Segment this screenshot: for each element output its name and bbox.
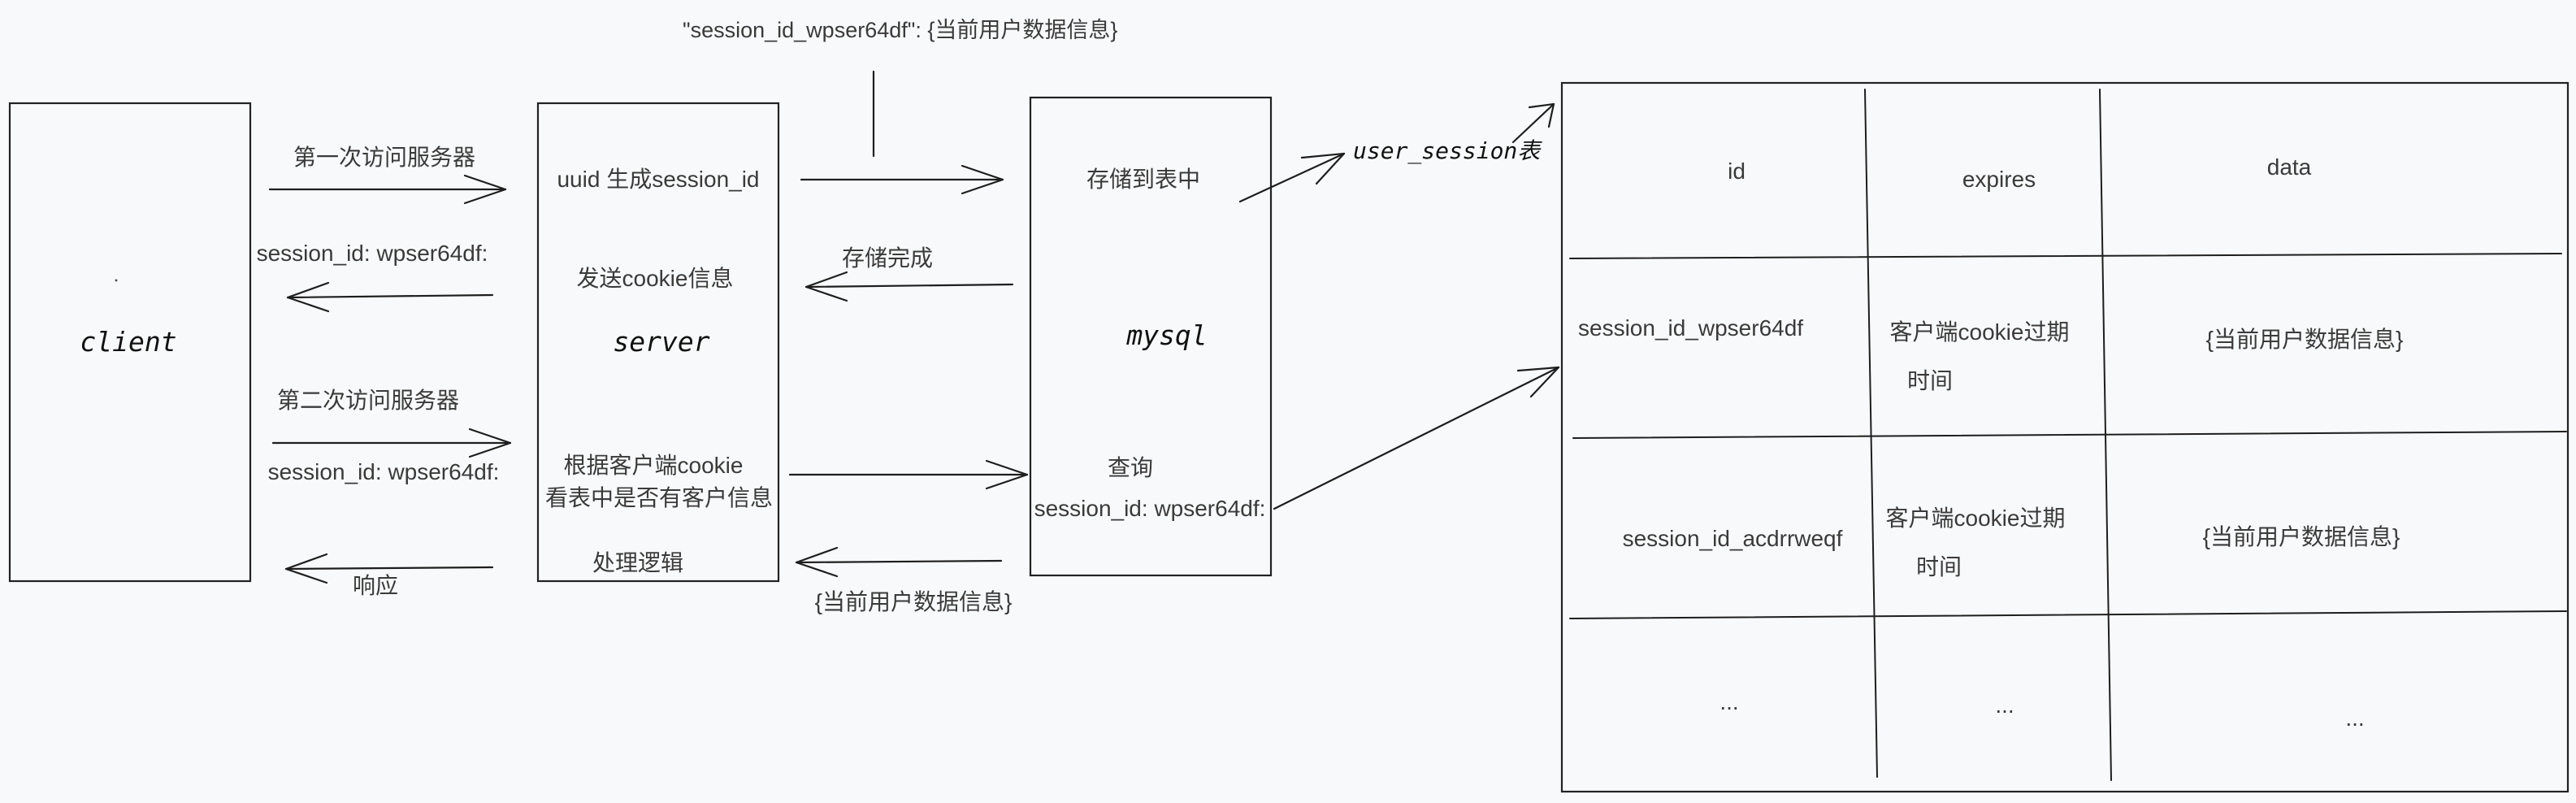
response-label: 响应 xyxy=(353,573,398,598)
table-row2-data: {当前用户数据信息} xyxy=(2203,524,2400,549)
top-session-note: "session_id_wpser64df": {当前用户数据信息} xyxy=(683,18,1117,42)
table-row1-id: session_id_wpser64df xyxy=(1578,315,1803,341)
table-frame xyxy=(1560,81,2569,793)
table-row2-expires-line2: 时间 xyxy=(1916,554,1962,579)
table-header-expires: expires xyxy=(1962,167,2036,192)
second-session-label: session_id: wpser64df: xyxy=(268,459,500,484)
first-visit-arrow xyxy=(268,174,507,205)
mysql-query-session: session_id: wpser64df: xyxy=(1034,496,1266,521)
server-generate-label: uuid 生成session_id xyxy=(557,167,759,192)
table-row1-expires-line1: 客户端cookie过期 xyxy=(1890,319,2070,345)
client-label: client xyxy=(80,326,176,358)
return-session-label: session_id: wpser64df: xyxy=(257,241,488,266)
table-row3-expires: ... xyxy=(1995,692,2014,718)
mysql-store-label: 存储到表中 xyxy=(1086,167,1200,192)
server-lookup-line2: 看表中是否有客户信息 xyxy=(545,485,773,510)
table-row-divider-3 xyxy=(1569,610,2567,619)
table-row-divider-2 xyxy=(1572,431,2567,439)
table-row-divider-1 xyxy=(1569,253,2562,259)
table-row3-data: ... xyxy=(2345,705,2364,731)
table-name-arrow xyxy=(1511,102,1555,144)
data-return-label: {当前用户数据信息} xyxy=(815,589,1013,614)
mysql-to-table-arrow xyxy=(1238,152,1346,203)
table-row1-expires-line2: 时间 xyxy=(1907,368,1953,393)
table-row2-id: session_id_acdrrweqf xyxy=(1623,526,1843,551)
client-box xyxy=(8,102,252,583)
query-to-table-arrow xyxy=(1273,366,1560,510)
data-return-arrow xyxy=(795,546,1003,578)
store-arrow xyxy=(800,164,1004,195)
query-arrow xyxy=(788,459,1029,490)
store-done-label: 存储完成 xyxy=(842,245,933,271)
table-header-data: data xyxy=(2267,154,2312,180)
server-label: server xyxy=(613,326,709,358)
second-visit-label: 第二次访问服务器 xyxy=(277,388,459,413)
response-arrow xyxy=(284,553,494,584)
return-session-arrow xyxy=(286,281,494,313)
user-session-table xyxy=(1560,81,2569,793)
mysql-query-label: 查询 xyxy=(1108,455,1153,480)
client-dot xyxy=(115,279,118,282)
table-row2-expires-line1: 客户端cookie过期 xyxy=(1886,506,2066,531)
table-col-divider-1 xyxy=(1864,89,1878,778)
table-row1-data: {当前用户数据信息} xyxy=(2206,327,2404,352)
table-row3-id: ... xyxy=(1720,689,1738,714)
server-box xyxy=(536,102,780,583)
second-visit-arrow xyxy=(271,428,512,458)
server-process-label: 处理逻辑 xyxy=(592,550,683,575)
server-lookup-line1: 根据客户端cookie xyxy=(564,453,744,478)
server-send-cookie-label: 发送cookie信息 xyxy=(577,266,734,291)
store-done-arrow xyxy=(804,271,1014,302)
first-visit-label: 第一次访问服务器 xyxy=(293,145,475,170)
table-name-label: user_session表 xyxy=(1353,137,1542,165)
mysql-label: mysql xyxy=(1125,319,1207,351)
mysql-box xyxy=(1029,96,1273,577)
table-header-id: id xyxy=(1728,158,1746,184)
